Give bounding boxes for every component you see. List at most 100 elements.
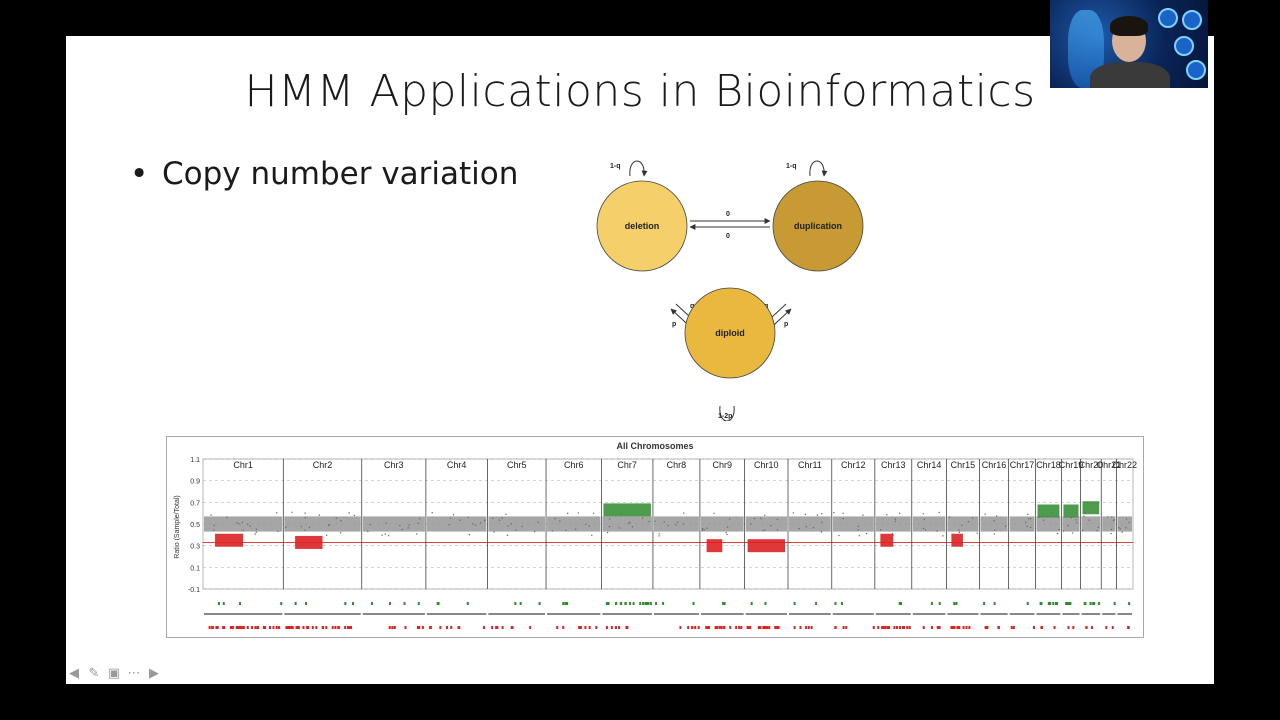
data-point [924, 529, 927, 531]
duplication-self-loop-label: 1-q [786, 163, 797, 170]
neutral-call-track [1009, 613, 1035, 615]
loss-call-mark [896, 626, 899, 629]
prev-slide-icon[interactable]: ◀ [69, 666, 79, 681]
loss-call-mark [906, 626, 909, 629]
next-slide-icon[interactable]: ▶ [149, 666, 159, 681]
data-point [948, 516, 951, 518]
data-point [886, 514, 888, 516]
gain-call-mark [898, 602, 901, 605]
webcam-overlay [1050, 0, 1208, 88]
webcam-bg-node [1186, 60, 1206, 80]
data-point [416, 533, 418, 535]
data-point [493, 531, 495, 533]
gain-call-mark [562, 602, 565, 605]
edge-dup-del-label: 0 [726, 233, 730, 240]
y-tick-label: 0.7 [190, 500, 200, 507]
gain-call-mark [723, 602, 726, 605]
webcam-bg-node [1158, 8, 1178, 28]
gain-call-mark [1128, 602, 1131, 605]
loss-call-mark [584, 626, 587, 629]
presenter-hair [1110, 16, 1148, 36]
loss-call-mark [211, 626, 214, 629]
neutral-call-track [1102, 613, 1116, 615]
data-point [641, 517, 644, 519]
loss-call-mark [262, 626, 265, 629]
diploid-self-loop-label: 1-2p [718, 413, 732, 420]
data-point [401, 528, 403, 531]
data-point [1075, 519, 1077, 521]
neutral-band-chr2 [284, 516, 361, 532]
chromosome-label: Chr14 [917, 460, 942, 470]
edge-del-dip-label: q [690, 303, 694, 310]
data-point [291, 511, 293, 514]
gain-call-mark [815, 602, 818, 605]
data-point [961, 524, 963, 527]
loss-call-mark [626, 626, 629, 629]
loss-call-mark [1067, 626, 1070, 629]
neutral-band-chr19 [1062, 516, 1080, 532]
chromosome-label: Chr20 [1079, 460, 1104, 470]
loss-call-mark [302, 626, 305, 629]
gain-call-mark [624, 602, 627, 605]
data-point [922, 527, 925, 530]
data-point [1050, 511, 1053, 514]
chromosome-label: Chr1 [233, 460, 253, 470]
data-point [995, 515, 998, 517]
data-point [1041, 516, 1043, 518]
data-point [892, 534, 894, 536]
slides-grid-icon[interactable]: ▣ [107, 666, 121, 681]
data-point [1067, 524, 1069, 527]
data-point [725, 531, 727, 534]
loss-call-mark [510, 626, 513, 629]
data-point [1111, 516, 1113, 518]
data-point [942, 535, 944, 537]
loss-call-mark [834, 626, 837, 629]
neutral-call-track [1081, 613, 1101, 615]
y-tick-label: -0.1 [188, 587, 200, 594]
data-point [577, 512, 579, 514]
more-options-icon[interactable]: ⋯ [127, 666, 141, 681]
loss-call-mark [529, 626, 532, 629]
data-point [728, 518, 731, 520]
edge-dip-del-label: p [672, 321, 676, 328]
loss-call-mark [877, 626, 880, 629]
loss-call-mark [242, 626, 245, 629]
loss-call-mark [697, 626, 700, 629]
loss-call-mark [246, 626, 249, 629]
loss-call-mark [872, 626, 875, 629]
data-point [249, 525, 251, 527]
pen-icon[interactable]: ✎ [88, 666, 100, 681]
y-tick-label: 1.1 [190, 457, 200, 464]
data-point [776, 518, 779, 521]
gain-call-mark [605, 602, 608, 605]
data-point [994, 529, 996, 531]
y-tick-label: 0.5 [190, 522, 200, 529]
loss-call-mark [579, 626, 582, 629]
data-point [1027, 513, 1029, 516]
neutral-band-chr7 [602, 516, 652, 532]
neutral-call-track [1117, 613, 1132, 615]
data-point [1088, 519, 1090, 521]
neutral-band-chr5 [488, 516, 546, 532]
data-point [993, 520, 995, 522]
data-point [1029, 526, 1032, 529]
data-point [1121, 531, 1123, 533]
loss-call-mark [417, 626, 420, 629]
chromosome-label: Chr21 [1097, 460, 1122, 470]
gain-band-chr7 [603, 503, 651, 517]
data-point [507, 525, 509, 527]
data-point [213, 529, 215, 531]
loss-call-mark [418, 626, 421, 629]
neutral-band-chr15 [947, 516, 979, 532]
loss-call-mark [295, 626, 298, 629]
data-point [408, 524, 410, 526]
loss-call-mark [216, 626, 219, 629]
neutral-band-chr13 [875, 516, 911, 532]
chromosome-label: Chr12 [841, 460, 866, 470]
neutral-band-chr9 [700, 516, 744, 532]
chromosome-label: Chr4 [447, 460, 467, 470]
data-point [584, 523, 587, 525]
loss-call-mark [957, 626, 960, 629]
data-point [880, 529, 882, 531]
loss-call-mark [297, 626, 300, 629]
